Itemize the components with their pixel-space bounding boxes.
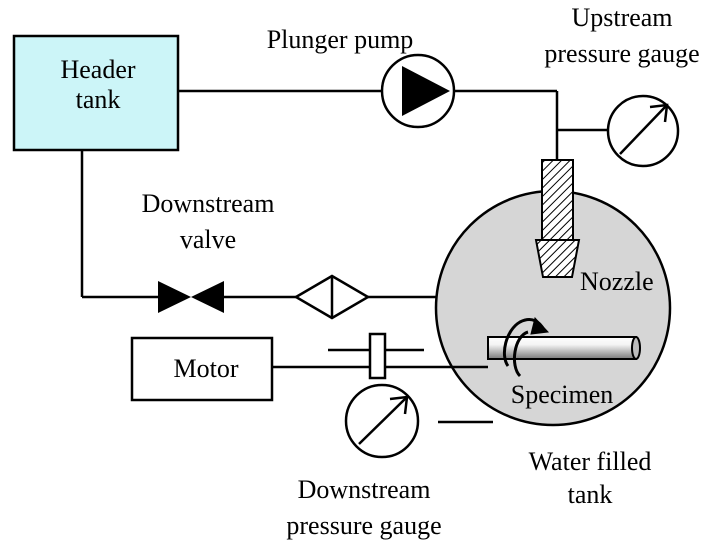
shaft-coupling [368, 332, 387, 380]
header-tank-label-line1: Header [60, 55, 135, 84]
downstream-valve-icon [158, 281, 224, 313]
nozzle-icon [534, 159, 581, 278]
downstream-valve-label-line2: valve [180, 225, 236, 254]
specimen-label: Specimen [511, 380, 614, 409]
motor [130, 336, 274, 402]
header-tank-label-line2: tank [76, 85, 121, 114]
filter-icon [293, 274, 371, 320]
downstream-pressure-gauge-icon [344, 383, 420, 459]
piping [80, 89, 608, 424]
motor-label: Motor [174, 354, 239, 383]
water-tank-label-line2: tank [568, 480, 613, 509]
header-tank [12, 34, 180, 152]
downstream-gauge-label-line1: Downstream [298, 475, 431, 504]
upstream-pressure-gauge-icon [606, 94, 680, 168]
specimen-icon [487, 336, 641, 360]
rotation-arrow-icon [503, 316, 550, 378]
water-tank-label-line1: Water filled [529, 447, 652, 476]
upstream-gauge-label-line2: pressure gauge [544, 39, 699, 68]
plunger-pump-label: Plunger pump [267, 25, 414, 54]
downstream-gauge-label-line2: pressure gauge [286, 511, 441, 540]
downstream-valve-label-line1: Downstream [142, 189, 275, 218]
upstream-gauge-label-line1: Upstream [571, 3, 672, 32]
nozzle-label: Nozzle [580, 267, 654, 296]
plunger-pump-icon [380, 53, 456, 129]
